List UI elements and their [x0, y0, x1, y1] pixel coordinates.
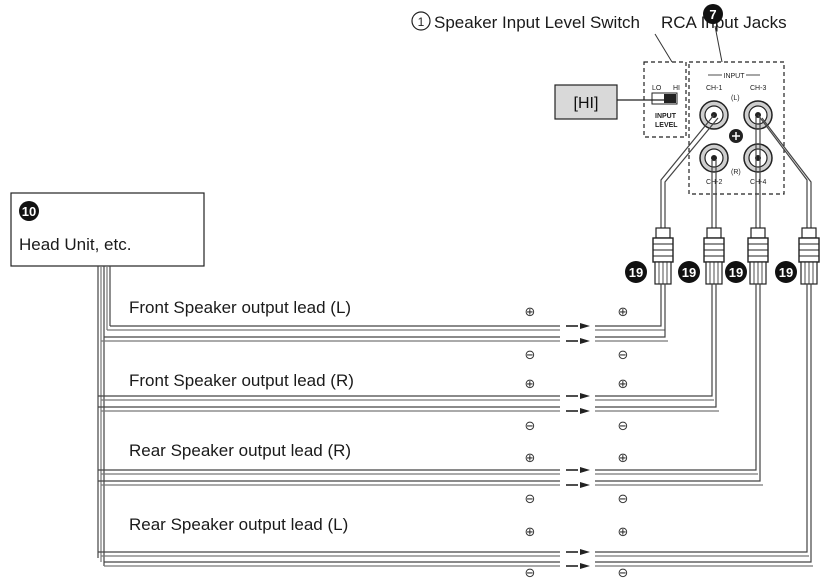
lead-label-rear-right: Rear Speaker output lead (R)	[129, 441, 351, 460]
svg-text:⊖: ⊖	[525, 419, 536, 434]
hi-setting-box: [HI]	[554, 84, 664, 120]
svg-text:1: 1	[418, 15, 425, 29]
svg-text:CH-2: CH-2	[706, 179, 722, 186]
callout-1: 1	[411, 11, 431, 31]
lead-bundle	[97, 266, 111, 566]
svg-text:⊖: ⊖	[525, 492, 536, 507]
svg-text:⊖: ⊖	[618, 492, 629, 507]
lead-front-left	[101, 284, 668, 344]
svg-text:⊕: ⊕	[525, 525, 536, 540]
svg-text:LEVEL: LEVEL	[655, 122, 678, 129]
lead-label-front-left: Front Speaker output lead (L)	[129, 298, 351, 317]
rca-jack-ch4	[743, 143, 773, 173]
svg-text:⊖: ⊖	[525, 348, 536, 363]
rca-cables	[660, 114, 812, 228]
speaker-input-level-switch-label: Speaker Input Level Switch	[434, 13, 640, 32]
callout-19-c: 19	[725, 261, 747, 283]
svg-text:[HI]: [HI]	[574, 95, 599, 112]
svg-text:⊖: ⊖	[618, 419, 629, 434]
svg-text:(L): (L)	[731, 95, 740, 102]
rca-plug-4	[798, 227, 820, 285]
lead-label-rear-left: Rear Speaker output lead (L)	[129, 515, 348, 534]
callout-19-b: 19	[678, 261, 700, 283]
rca-plug-3	[747, 227, 769, 285]
svg-text:⊕: ⊕	[525, 451, 536, 466]
svg-text:⊕: ⊕	[525, 377, 536, 392]
svg-text:HI: HI	[673, 85, 680, 92]
svg-text:⊖: ⊖	[618, 566, 629, 579]
svg-text:19: 19	[629, 265, 643, 280]
svg-text:19: 19	[729, 265, 743, 280]
svg-text:(R): (R)	[731, 169, 741, 176]
head-unit-label: Head Unit, etc.	[19, 235, 131, 254]
lead-rear-left	[98, 284, 813, 569]
head-unit-box: 10 Head Unit, etc.	[10, 192, 205, 267]
lead-label-front-right: Front Speaker output lead (R)	[129, 371, 354, 390]
svg-text:⊕: ⊕	[618, 451, 629, 466]
svg-text:CH-1: CH-1	[706, 85, 722, 92]
lead-front-right	[98, 284, 719, 414]
svg-text:⊕: ⊕	[618, 305, 629, 320]
svg-text:CH-3: CH-3	[750, 85, 766, 92]
rca-input-jacks-label: RCA Input Jacks	[661, 13, 787, 32]
callout-19-a: 19	[625, 261, 647, 283]
svg-text:⊖: ⊖	[525, 566, 536, 579]
svg-text:LO: LO	[652, 85, 662, 92]
svg-text:19: 19	[682, 265, 696, 280]
svg-text:10: 10	[22, 204, 36, 219]
svg-text:⊕: ⊕	[618, 377, 629, 392]
svg-text:19: 19	[779, 265, 793, 280]
svg-text:⊕: ⊕	[618, 525, 629, 540]
svg-text:⊖: ⊖	[618, 348, 629, 363]
svg-text:INPUT: INPUT	[655, 113, 677, 120]
rca-plug-2	[703, 227, 725, 285]
rca-plug-1	[652, 227, 674, 285]
svg-text:7: 7	[709, 7, 716, 22]
callout-7: 7	[703, 4, 723, 24]
rca-jack-ch2	[699, 143, 729, 173]
svg-text:CH-4: CH-4	[750, 179, 766, 186]
svg-text:INPUT: INPUT	[724, 73, 746, 80]
svg-text:⊕: ⊕	[525, 305, 536, 320]
callout-19-d: 19	[775, 261, 797, 283]
lead-rear-right	[98, 284, 763, 488]
